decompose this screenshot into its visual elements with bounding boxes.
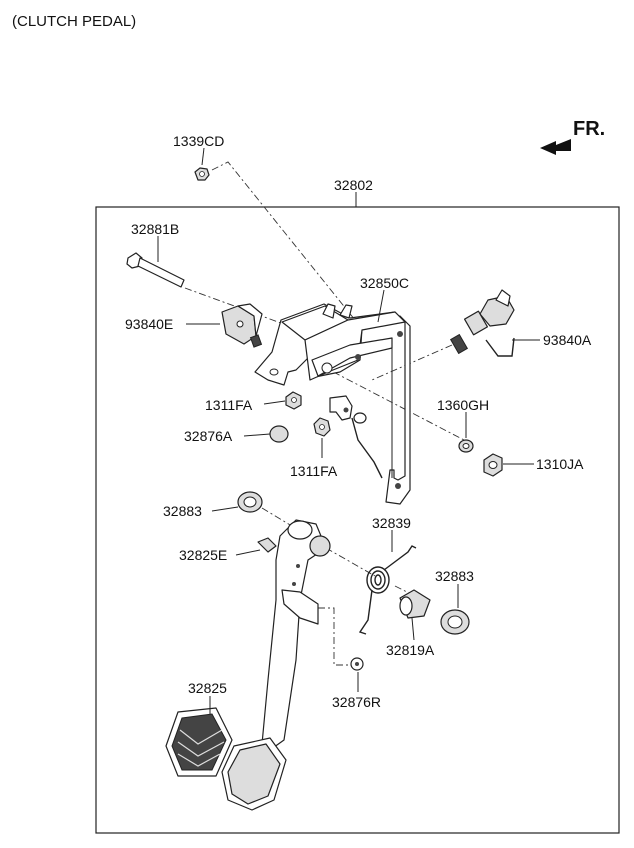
front-arrow-icon xyxy=(540,139,571,155)
part-labels: 1339CD 32802 32881B 32850C 93840E 93840A… xyxy=(125,133,592,710)
label-1360gh: 1360GH xyxy=(437,397,489,413)
label-1339cd: 1339CD xyxy=(173,133,224,149)
label-32819a: 32819A xyxy=(386,642,435,658)
assembly-frame xyxy=(95,206,620,834)
part-32876a-stopper xyxy=(269,425,289,443)
label-32825e: 32825E xyxy=(179,547,227,563)
label-32881b: 32881B xyxy=(131,221,179,237)
label-32850c: 32850C xyxy=(360,275,409,291)
label-32802: 32802 xyxy=(334,177,373,193)
part-93840a-switch xyxy=(449,289,515,357)
label-1310ja: 1310JA xyxy=(536,456,584,472)
part-32876r-stopper xyxy=(350,657,364,671)
part-32825-pedal xyxy=(221,519,331,811)
label-32876r: 32876R xyxy=(332,694,381,710)
part-1311fa-nut-upper xyxy=(285,391,302,410)
part-32883-bushing-left xyxy=(237,491,263,513)
part-93840e-switch xyxy=(221,303,263,348)
label-1311fa-lower: 1311FA xyxy=(290,463,338,479)
part-32850c-bracket xyxy=(254,303,411,505)
part-1310ja-nut xyxy=(483,453,503,477)
label-32883-left: 32883 xyxy=(163,503,202,519)
label-1311fa-upper: 1311FA xyxy=(205,397,253,413)
front-direction-indicator: FR. xyxy=(540,118,605,155)
part-32819a-bush xyxy=(399,589,431,619)
part-1311fa-nut-lower xyxy=(313,417,331,437)
front-direction-label: FR. xyxy=(573,118,605,140)
label-93840a: 93840A xyxy=(543,332,592,348)
part-32839-spring xyxy=(358,545,417,635)
label-32883-right: 32883 xyxy=(435,568,474,584)
part-32825-pedal-pad xyxy=(165,707,233,777)
label-32876a: 32876A xyxy=(184,428,233,444)
part-32825e-pad xyxy=(257,537,277,553)
leader-lines xyxy=(157,147,540,714)
part-1339cd-nut xyxy=(194,167,210,181)
assembly-lines xyxy=(184,161,465,666)
part-32881b-bolt xyxy=(126,252,185,288)
diagram-title: (CLUTCH PEDAL) xyxy=(12,13,136,30)
label-32825: 32825 xyxy=(188,680,227,696)
part-switch-bracket xyxy=(329,395,383,479)
part-32883-bushing-right xyxy=(440,609,470,635)
label-32839: 32839 xyxy=(372,515,411,531)
label-93840e: 93840E xyxy=(125,316,173,332)
part-1360gh-washer xyxy=(458,439,474,453)
